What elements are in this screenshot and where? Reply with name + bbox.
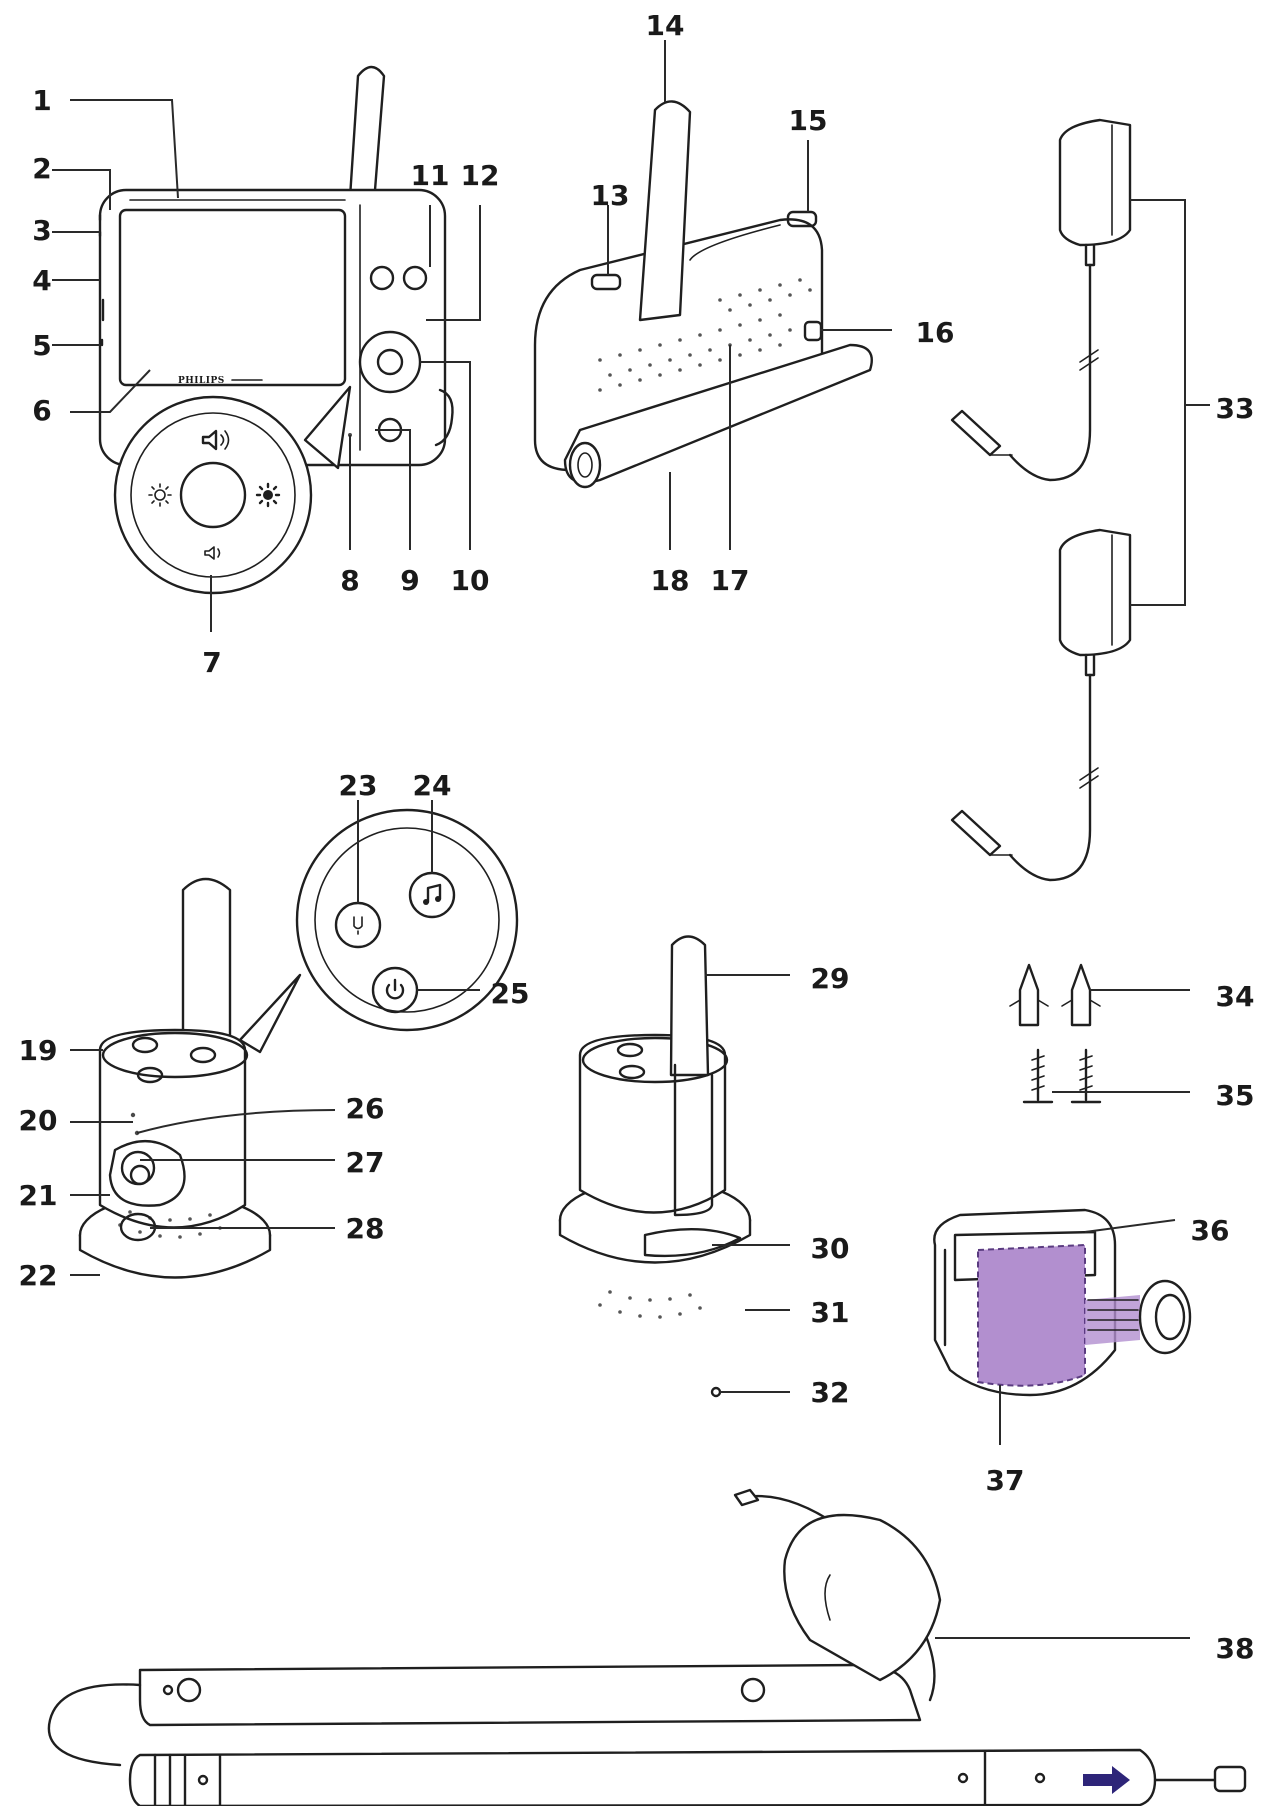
parent-unit-back: [533, 100, 873, 489]
callout-29: 29: [811, 962, 850, 995]
callout-4: 4: [32, 264, 51, 297]
power-icon: [385, 978, 405, 1000]
callout-25: 25: [491, 977, 530, 1010]
callout-5: 5: [32, 329, 51, 362]
callout-15: 15: [789, 104, 828, 137]
brand-label: PHILIPS: [178, 376, 225, 386]
callout-34: 34: [1216, 980, 1255, 1013]
callout-27: 27: [346, 1146, 385, 1179]
callout-19: 19: [19, 1034, 58, 1067]
music-note-icon: [423, 883, 442, 905]
callout-28: 28: [346, 1212, 385, 1245]
baby-camera-back: [558, 935, 752, 1398]
mounting-bar: [47, 1488, 1247, 1806]
callout-35: 35: [1216, 1079, 1255, 1112]
callout-7: 7: [202, 646, 221, 679]
arrow-icon: [1083, 1766, 1130, 1794]
brightness-low-icon: [148, 483, 172, 507]
callout-22: 22: [19, 1259, 58, 1292]
volume-up-icon: [201, 429, 230, 451]
callout-8: 8: [340, 564, 359, 597]
callout-10: 10: [451, 564, 490, 597]
callout-13: 13: [591, 179, 630, 212]
leader-lines: [52, 40, 1210, 1639]
parent-unit-front: PHILIPS: [98, 65, 454, 595]
callout-32: 32: [811, 1376, 850, 1409]
callout-38: 38: [1216, 1632, 1255, 1665]
mounting-clamp: [933, 1208, 1192, 1397]
brightness-high-icon: [255, 482, 281, 508]
callout-23: 23: [339, 769, 378, 802]
power-adapters: [950, 118, 1132, 882]
callout-36: 36: [1191, 1214, 1230, 1247]
callout-9: 9: [400, 564, 419, 597]
callout-12: 12: [461, 159, 500, 192]
callout-11: 11: [411, 159, 450, 192]
callout-37: 37: [986, 1464, 1025, 1497]
callout-3: 3: [32, 214, 51, 247]
volume-down-icon: [204, 546, 221, 560]
callout-33: 33: [1216, 392, 1255, 425]
wall-plugs-and-screws: [1009, 963, 1102, 1104]
callout-20: 20: [19, 1104, 58, 1137]
callout-2: 2: [32, 152, 51, 185]
callout-18: 18: [651, 564, 690, 597]
callout-16: 16: [916, 316, 955, 349]
callout-14: 14: [646, 9, 685, 42]
callout-17: 17: [711, 564, 750, 597]
callout-24: 24: [413, 769, 452, 802]
callout-30: 30: [811, 1232, 850, 1265]
callout-21: 21: [19, 1179, 58, 1212]
callout-6: 6: [32, 394, 51, 427]
baby-camera-front: [78, 808, 519, 1279]
mic-icon: [353, 916, 363, 935]
callout-1: 1: [32, 84, 51, 117]
callout-31: 31: [811, 1296, 850, 1329]
callout-26: 26: [346, 1092, 385, 1125]
